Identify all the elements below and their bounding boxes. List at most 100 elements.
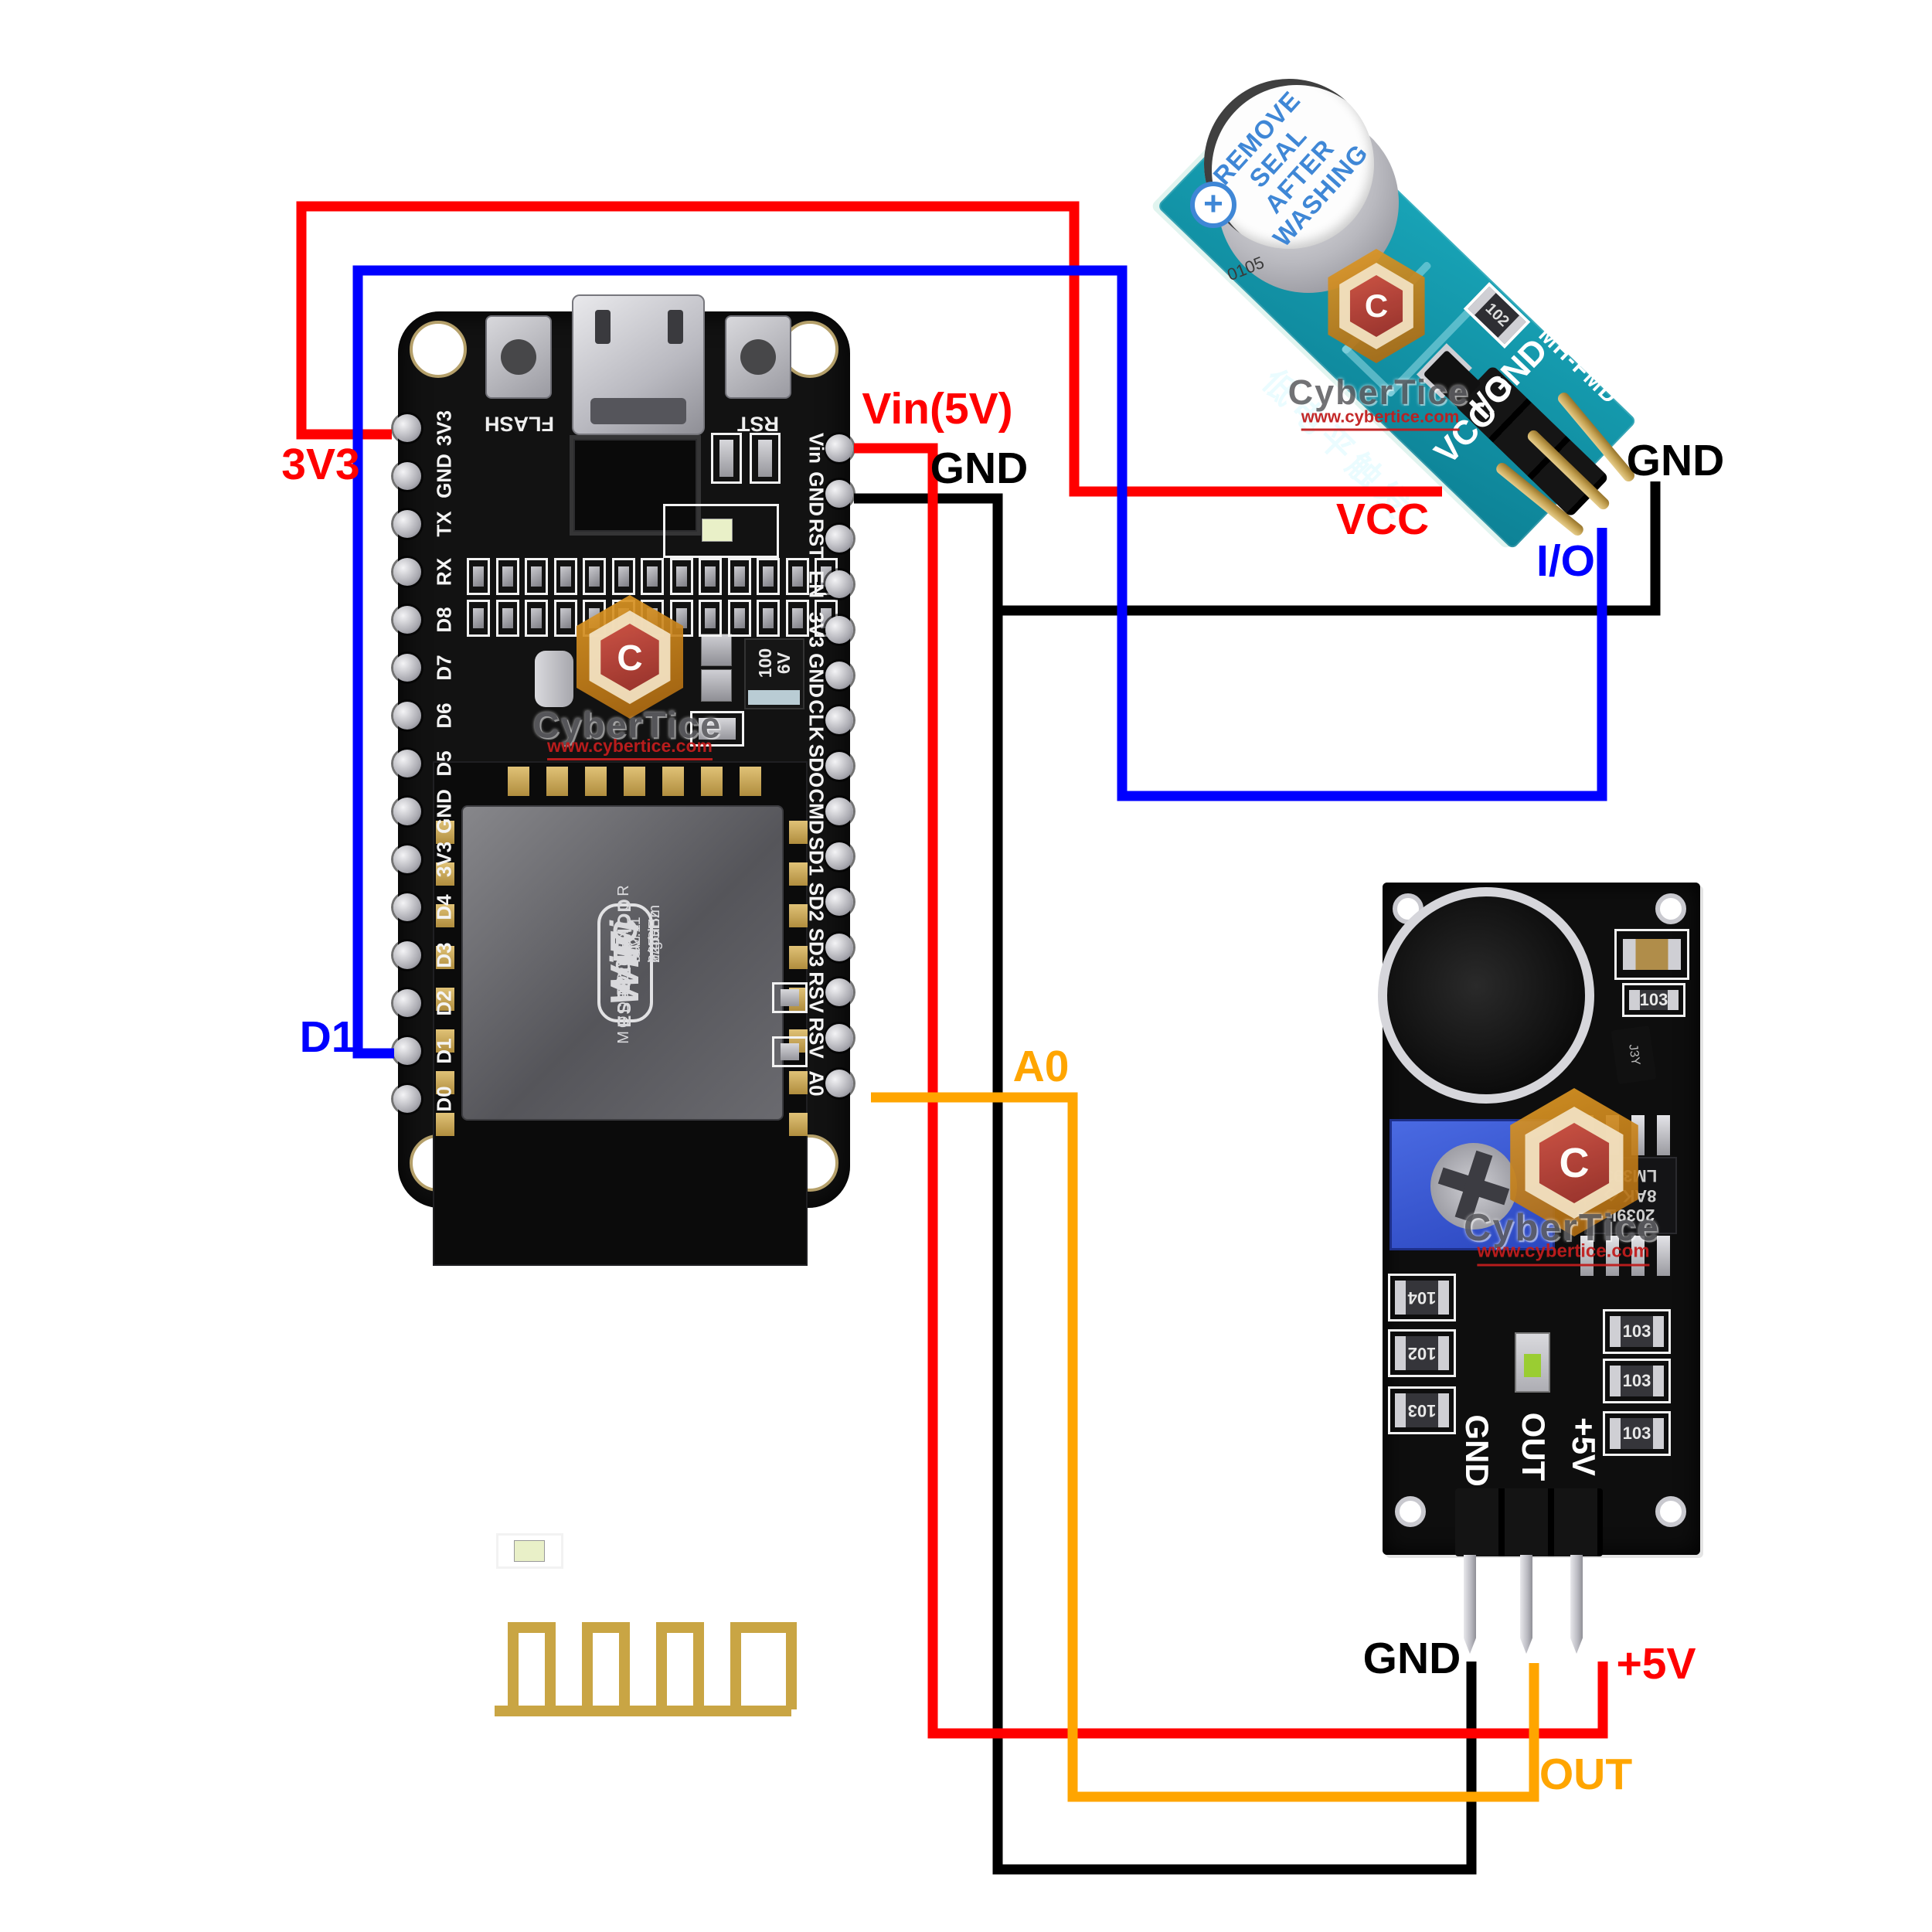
pin-pad-vin [825,434,853,462]
module-pad [662,767,684,796]
pin-pad-d8 [393,606,421,634]
module-led-box [496,1533,563,1569]
module-pad [789,821,808,844]
flash-button-cap [501,339,536,375]
pin-pad-d5 [393,750,421,777]
header-hole [553,600,577,637]
header-hole [757,558,780,595]
module-pad [436,946,454,969]
header-hole [553,558,577,595]
pin-pad-d0 [393,1085,421,1113]
wire-gnd-to-sensor [992,611,1477,1875]
esp8266-shield: DOIT MODEL VENDOR WiFi ESP8266MOD DOIT.A… [461,805,784,1121]
sensor-pin [1520,1555,1532,1654]
watermark-url: www.cybertice.com [1477,1241,1650,1267]
smd-resistor: 103 [1622,983,1685,1017]
mount-hole [1395,1496,1426,1527]
pin-pad-d1 [393,1037,421,1065]
mount-hole [1655,1496,1686,1527]
logo-letter: C [600,624,659,691]
module-pad [436,821,454,844]
chip-leg [1657,1115,1670,1155]
usb-slot [668,310,683,344]
smd-resistor: 103 [1603,1359,1671,1403]
module-pad [436,988,454,1011]
label-d1: D1 [299,1012,356,1062]
header-hole [641,558,664,595]
header-hole [699,558,722,595]
header-hole [727,558,751,595]
label-gnd-nodemcu: GND [930,444,1029,493]
sensor-pin-header [1455,1488,1603,1556]
module-pad [436,1029,454,1053]
led-box [663,504,779,558]
module-led [514,1540,545,1562]
sensor-pin [1464,1555,1476,1654]
logo-letter: C [1539,1123,1610,1203]
watermark-brand: CyberTice [1463,1207,1661,1249]
header-hole [611,558,635,595]
usb-opening [590,398,686,424]
header-hole [757,600,780,637]
pin-pad-d4 [393,893,421,921]
label-vin-5v: Vin(5V) [862,384,1013,434]
micro-usb-connector [572,294,705,435]
module-pad [624,767,645,796]
smd-component [701,669,732,702]
module-pad [436,862,454,886]
pin-pad-rsv [825,1024,853,1053]
capacitor-stripe [748,690,800,705]
header-hole [525,600,548,637]
module-pad [508,767,529,796]
module-pad [789,1071,808,1094]
label-3v3: 3V3 [281,440,360,489]
wire-a0-to-out [871,1092,1539,1802]
rsv-component [772,1036,808,1067]
smd-resistor: 104 [1388,1274,1456,1321]
header-hole [785,600,809,637]
module-pad [436,1071,454,1094]
module-pad [546,767,568,796]
pin-pad-rx [393,558,421,586]
module-pad [585,767,607,796]
mount-hole [1655,893,1686,924]
wire-3v3-to-vcc [296,201,1442,497]
smd-component [711,433,742,484]
module-pad [789,946,808,969]
pin-pad-sdo [825,751,853,780]
smd-value: 103 [1639,990,1668,1009]
header-hole [727,600,751,637]
pin-pad-sd1 [825,842,853,871]
label-io: I/O [1536,536,1596,586]
pin-pad-d2 [393,989,421,1017]
rsv-component [772,982,808,1013]
pcb-antenna [495,1622,797,1716]
sensor-led [1515,1332,1550,1393]
watermark-brand: CyberTice [532,704,723,746]
watermark-url: www.cybertice.com [1301,407,1460,431]
module-pad [789,1113,808,1136]
trimmer-screw [1430,1143,1517,1230]
header-hole [583,558,606,595]
pin-pad-rst [825,525,853,553]
wire-vin-to-5v [854,443,1608,1739]
smd-component [701,634,732,666]
pin-pad-d7 [393,654,421,682]
watermark-url: www.cybertice.com [547,736,713,760]
module-pad [436,904,454,927]
label-gnd-sensor: GND [1362,1634,1461,1683]
pin-pad-3v3 [393,414,421,442]
module-pad [436,1113,454,1136]
pin-pad-gnd [393,462,421,490]
wire-gnd-to-buzzer [854,481,1661,616]
smd-resistor: 103 [1603,1309,1671,1354]
smd-resistor: 103 [1388,1386,1456,1434]
pin-pad-d3 [393,941,421,969]
header-hole [495,600,519,637]
rst-button [725,315,791,399]
header-hole [669,558,693,595]
header-hole [785,558,809,595]
usb-slot [595,310,611,344]
rst-button-cap [740,339,776,375]
